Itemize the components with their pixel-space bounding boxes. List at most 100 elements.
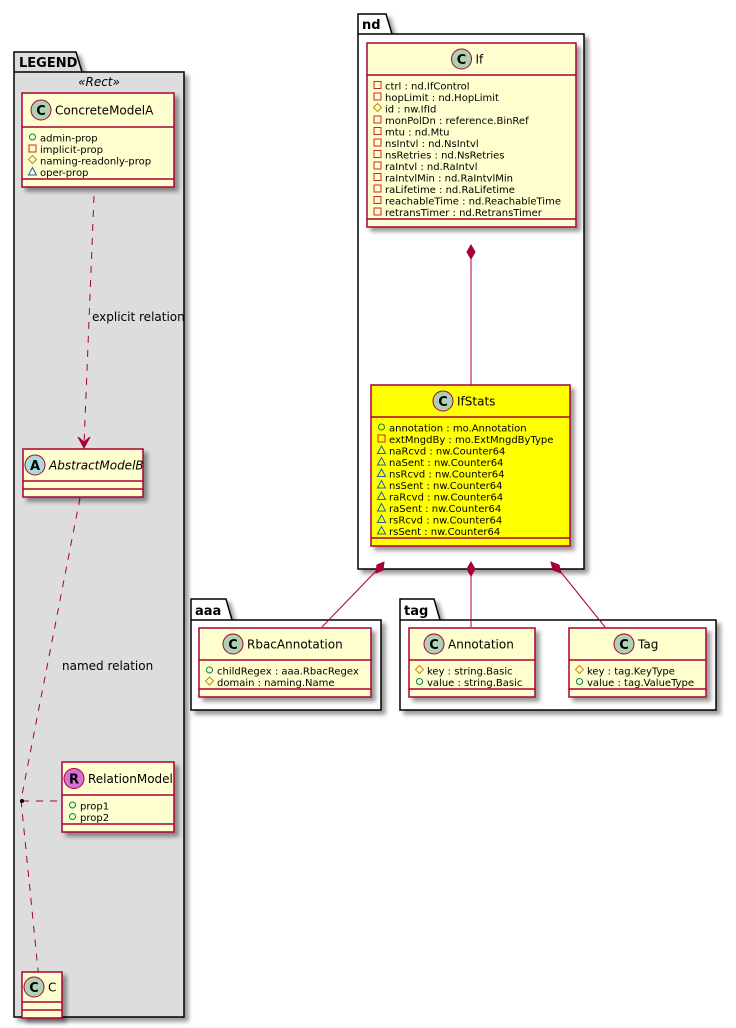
attribute-text: implicit-prop	[40, 145, 103, 156]
class-box	[370, 384, 571, 547]
class-name: AbstractModelB	[48, 459, 144, 473]
attribute-row: admin-prop	[29, 133, 98, 145]
attribute-row: key : tag.KeyType	[574, 664, 675, 678]
class-box	[568, 627, 707, 698]
attribute-text: key : tag.KeyType	[587, 667, 675, 678]
attribute-text: nsIntvl : nd.NsIntvl	[385, 139, 479, 150]
attribute-text: prop1	[80, 802, 109, 813]
attribute-row: nsRcvd : nw.Counter64	[376, 467, 504, 481]
class-icon: C	[23, 976, 45, 998]
attribute-text: raRcvd : nw.Counter64	[389, 493, 503, 504]
svg-text:C: C	[228, 638, 238, 653]
public-visibility-icon	[206, 666, 213, 674]
svg-text:C: C	[438, 395, 448, 410]
package-title: nd	[362, 18, 381, 33]
attribute-text: prop2	[80, 813, 109, 824]
attribute-text: raSent : nw.Counter64	[389, 504, 501, 515]
attribute-row: monPolDn : reference.BinRef	[373, 115, 529, 127]
attribute-text: id : nw.IfId	[385, 105, 436, 116]
composition-diamond-icon	[466, 243, 476, 261]
attribute-text: raIntvl : nd.RaIntvl	[385, 162, 478, 173]
relation-ifstats-rbac[interactable]	[321, 561, 385, 628]
attribute-row: implicit-prop	[28, 144, 103, 156]
attribute-row: key : string.Basic	[414, 664, 513, 678]
attribute-row: nsIntvl : nd.NsIntvl	[373, 138, 479, 150]
attribute-text: extMngdBy : mo.ExtMngdByType	[389, 435, 553, 446]
attribute-text: reachableTime : nd.ReachableTime	[385, 197, 561, 208]
package-legend[interactable]: LEGEND «Rect»	[13, 51, 185, 1018]
class-box	[21, 92, 175, 188]
class-name: RbacAnnotation	[247, 638, 343, 652]
package-title: tag	[404, 604, 428, 619]
package-visibility-icon	[27, 166, 38, 176]
class-name: Annotation	[448, 638, 514, 652]
attribute-text: annotation : mo.Annotation	[389, 424, 527, 435]
relation-class-icon: R	[63, 768, 85, 789]
private-visibility-icon	[373, 161, 382, 170]
class-icon: C	[613, 633, 635, 655]
protected-visibility-icon	[204, 676, 215, 686]
attribute-text: rsSent : nw.Counter64	[389, 527, 500, 538]
attribute-row: domain : naming.Name	[204, 676, 335, 689]
composition-diamond-icon	[550, 561, 562, 574]
class-ifstats[interactable]: C IfStats annotation : mo.AnnotationextMng…	[370, 384, 571, 547]
public-visibility-icon	[416, 678, 423, 685]
relation-explicit[interactable]: explicit relation	[77, 195, 185, 450]
svg-text:C: C	[36, 104, 46, 119]
package-title: LEGEND	[19, 56, 78, 71]
attribute-row: value : string.Basic	[416, 678, 522, 689]
attribute-text: retransTimer : nd.RetransTimer	[385, 208, 543, 219]
package-visibility-icon	[376, 467, 387, 477]
class-icon: C	[432, 390, 454, 412]
class-name: IfStats	[457, 395, 495, 409]
attribute-text: admin-prop	[40, 134, 98, 145]
svg-text:C: C	[429, 638, 439, 653]
private-visibility-icon	[373, 138, 382, 147]
attribute-row: rsRcvd : nw.Counter64	[376, 513, 502, 527]
class-name: If	[476, 53, 485, 67]
relation-ifstats-annotation[interactable]	[466, 560, 476, 627]
public-visibility-icon	[69, 801, 76, 809]
private-visibility-icon	[377, 434, 386, 443]
attribute-row: nsRetries : nd.NsRetries	[373, 150, 504, 162]
class-rbac-annotation[interactable]: C RbacAnnotation childRegex : aaa.RbacRege…	[198, 627, 372, 698]
class-icon: C	[451, 48, 472, 70]
attribute-row: naRcvd : nw.Counter64	[376, 444, 505, 458]
private-visibility-icon	[373, 92, 382, 101]
svg-text:R: R	[69, 773, 79, 788]
private-visibility-icon	[373, 184, 382, 193]
class-name: Tag	[637, 638, 658, 652]
attribute-text: naRcvd : nw.Counter64	[389, 447, 505, 458]
stereotype-label: «Rect»	[78, 75, 120, 89]
attribute-row: raRcvd : nw.Counter64	[376, 490, 503, 504]
protected-visibility-icon	[574, 664, 585, 675]
class-name: RelationModel	[88, 772, 173, 786]
composition-diamond-icon	[375, 561, 385, 574]
private-visibility-icon	[373, 150, 382, 158]
abstract-class-icon: A	[24, 454, 46, 476]
attribute-text: ctrl : nd.IfControl	[385, 82, 470, 93]
relation-ifstats-tag[interactable]	[550, 561, 606, 628]
package-visibility-icon	[376, 444, 387, 454]
attribute-text: hopLimit : nd.HopLimit	[385, 93, 499, 104]
relation-if-ifstats[interactable]	[466, 243, 476, 385]
attribute-row: extMngdBy : mo.ExtMngdByType	[377, 434, 553, 446]
attribute-row: value : tag.ValueType	[576, 678, 694, 689]
attribute-text: value : tag.ValueType	[587, 678, 694, 689]
attribute-text: nsRcvd : nw.Counter64	[389, 470, 504, 481]
attribute-row: prop2	[69, 813, 109, 824]
relation-label: explicit relation	[92, 310, 185, 324]
package-visibility-icon	[376, 479, 387, 489]
attribute-text: naming-readonly-prop	[40, 157, 151, 168]
attribute-row: oper-prop	[27, 166, 88, 179]
attribute-row: childRegex : aaa.RbacRegex	[206, 666, 359, 678]
